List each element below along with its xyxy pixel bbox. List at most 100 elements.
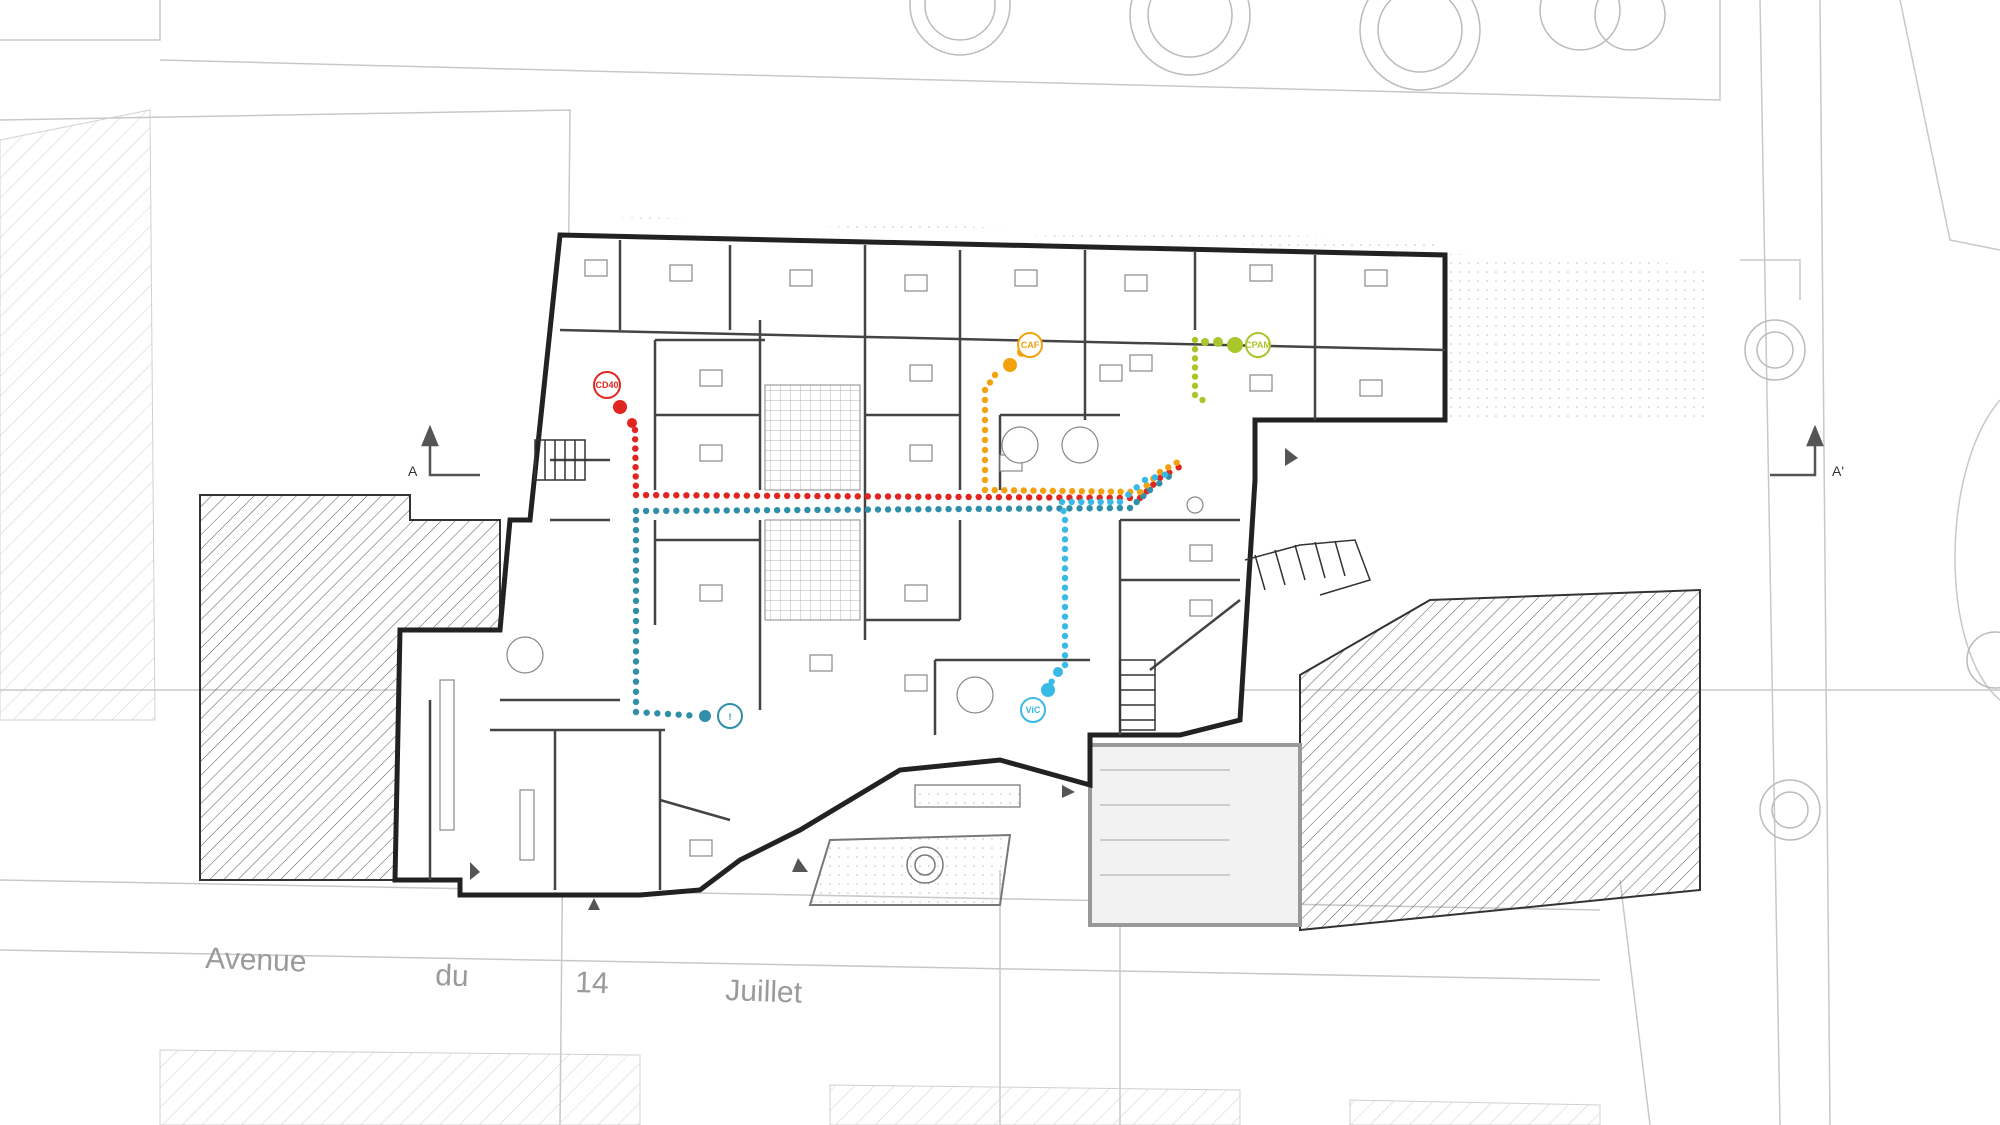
route-green-dot <box>1191 382 1199 390</box>
badge-exclamation: ! <box>717 703 743 729</box>
route-blue-dot <box>1151 474 1159 481</box>
route-teal-dot <box>632 617 640 625</box>
route-red-dot <box>884 493 892 500</box>
route-blue-dot <box>1078 498 1085 506</box>
route-red-dot <box>1150 481 1157 488</box>
route-teal-dot <box>632 577 640 584</box>
route-blue-dot <box>1061 603 1069 611</box>
route-teal-dot <box>664 710 672 718</box>
route-teal-dot <box>686 712 693 719</box>
route-red-dot <box>642 491 650 499</box>
round-tables <box>506 426 1204 714</box>
route-blue-dot <box>1061 574 1069 582</box>
route-blue-dot <box>1087 498 1095 506</box>
street-word-14: 14 <box>575 966 610 1000</box>
route-orange-dot <box>981 386 989 394</box>
route-red-dot <box>632 445 639 452</box>
route-blue-dot <box>1133 484 1140 491</box>
route-red-dot <box>652 491 660 499</box>
route-teal-dot <box>632 638 640 645</box>
parking-area <box>1088 743 1302 927</box>
route-red-dot <box>763 492 771 499</box>
route-teal-dot <box>874 506 882 513</box>
route-red-dot <box>985 493 992 501</box>
route-blue-dot <box>1061 661 1069 669</box>
route-blue-dot <box>1060 507 1067 515</box>
route-red-dot <box>975 493 982 501</box>
route-teal-dot <box>784 506 791 514</box>
route-orange-dot <box>1165 464 1172 471</box>
route-teal-dot <box>703 507 710 514</box>
route-red-dot <box>945 493 952 501</box>
route-orange-dot <box>991 486 998 494</box>
route-orange-dot <box>1143 482 1150 489</box>
route-teal-dot <box>632 688 640 695</box>
route-teal-dot <box>854 506 861 513</box>
route-red-dot <box>1036 494 1043 501</box>
route-teal-dot <box>632 526 640 534</box>
stairs <box>534 439 1371 731</box>
route-teal-dot <box>1066 505 1073 512</box>
atrium-south <box>764 519 861 621</box>
route-teal-dot <box>985 505 993 513</box>
route-red-dot <box>733 492 740 499</box>
route-red-dot <box>794 492 801 500</box>
route-red-dot <box>632 473 639 480</box>
route-blue-dot <box>1061 642 1069 649</box>
route-red-dot <box>632 463 639 471</box>
route-teal-dot <box>814 506 821 514</box>
route-teal-dot <box>824 506 831 514</box>
route-orange-dot <box>1068 487 1076 495</box>
route-blue-dot <box>1161 471 1169 478</box>
street-word-du: du <box>435 959 470 993</box>
route-teal-dot <box>1036 505 1043 512</box>
route-teal-dot <box>1133 498 1140 506</box>
route-blue-dot <box>1061 536 1069 543</box>
route-red-dot <box>955 493 962 501</box>
entrance-arrows <box>470 448 1298 910</box>
route-teal-dot <box>632 516 640 524</box>
route-teal-dot <box>713 507 720 514</box>
route-orange-dot <box>981 476 989 484</box>
route-red-dot <box>1025 494 1033 501</box>
route-teal-dot <box>915 506 922 513</box>
route-teal-dot <box>663 507 670 515</box>
route-blue-dot <box>1061 594 1069 601</box>
route-teal-marker <box>699 710 711 722</box>
route-red-dot <box>784 492 791 500</box>
route-blue-dot <box>1125 491 1132 498</box>
route-teal-dot <box>995 505 1003 512</box>
neighbour-building-left <box>0 109 156 721</box>
route-orange-dot <box>981 426 989 434</box>
route-orange-dot <box>981 466 989 474</box>
route-orange-dot <box>1098 488 1105 495</box>
trees <box>909 0 2000 841</box>
route-teal-dot <box>632 547 640 554</box>
route-teal-dot <box>1106 504 1114 512</box>
route-green-dot <box>1191 355 1199 362</box>
route-orange-marker <box>1003 358 1017 372</box>
route-teal-dot <box>935 505 942 513</box>
route-red-dot <box>844 493 851 500</box>
route-red-dot <box>935 493 942 500</box>
route-teal-dot <box>945 505 952 513</box>
route-teal-dot <box>1076 505 1083 512</box>
route-blue-dot <box>1058 498 1066 506</box>
interior-walls <box>428 240 1446 890</box>
route-red-dot <box>693 492 700 499</box>
route-orange-dot <box>991 371 999 379</box>
route-teal-dot <box>905 506 912 513</box>
route-orange-dot <box>1156 468 1164 476</box>
route-orange-dot <box>981 446 989 454</box>
route-blue-dot <box>1097 498 1104 506</box>
route-orange-dot <box>1078 488 1086 495</box>
route-red-dot <box>904 493 912 500</box>
route-red-dot <box>1156 474 1164 482</box>
route-green-dot <box>1191 336 1199 344</box>
neighbour-building-bottom3 <box>1349 1099 1601 1125</box>
route-teal-dot <box>844 506 851 513</box>
route-teal-dot <box>683 507 690 514</box>
badge-vic: ViC <box>1020 697 1046 723</box>
route-orange-dot <box>981 436 989 444</box>
ramp <box>914 784 1021 808</box>
